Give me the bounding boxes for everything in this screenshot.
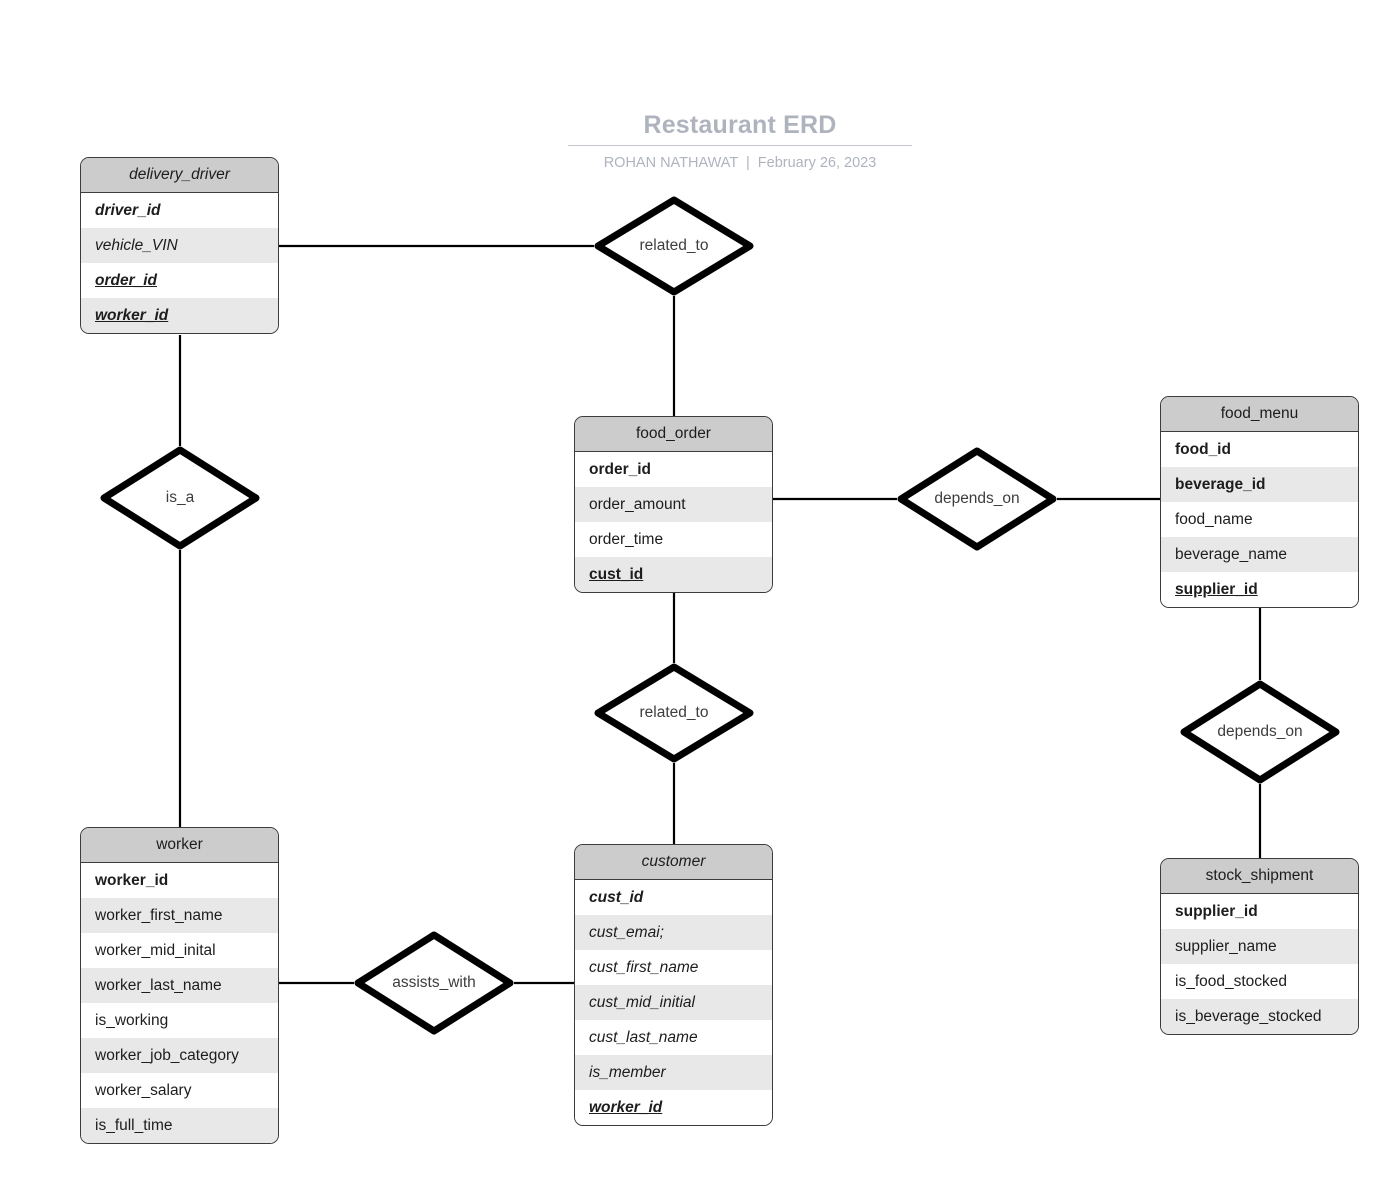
relationship-depends_on-order-menu[interactable]: depends_on	[897, 447, 1057, 551]
attribute-row: worker_mid_inital	[81, 933, 278, 968]
attribute-row: cust_mid_initial	[575, 985, 772, 1020]
author-name: ROHAN NATHAWAT	[603, 155, 738, 171]
attribute-row: cust_emai;	[575, 915, 772, 950]
attribute-row: worker_id	[575, 1090, 772, 1125]
document-byline: ROHAN NATHAWAT | February 26, 2023	[555, 154, 925, 172]
relationship-depends_on-menu-stock[interactable]: depends_on	[1180, 680, 1340, 784]
byline-separator: |	[745, 155, 750, 171]
attribute-row: supplier_id	[1161, 572, 1358, 607]
entity-delivery_driver[interactable]: delivery_driver driver_id vehicle_VIN or…	[80, 157, 279, 334]
attribute-row: driver_id	[81, 193, 278, 228]
attribute-row: order_id	[575, 452, 772, 487]
relationship-label: depends_on	[1217, 723, 1303, 740]
attribute-row: worker_first_name	[81, 898, 278, 933]
title-block: Restaurant ERD ROHAN NATHAWAT | February…	[555, 110, 925, 172]
attribute-row: supplier_id	[1161, 894, 1358, 929]
attribute-row: food_name	[1161, 502, 1358, 537]
entity-header: customer	[575, 845, 772, 880]
entity-header: food_order	[575, 417, 772, 452]
entity-worker[interactable]: worker worker_id worker_first_name worke…	[80, 827, 279, 1144]
relationship-label: depends_on	[934, 490, 1020, 507]
diamond-shape	[100, 446, 260, 550]
relationship-related_to-order-customer[interactable]: related_to	[594, 663, 754, 763]
entity-header: delivery_driver	[81, 158, 278, 193]
entity-food_menu[interactable]: food_menu food_id beverage_id food_name …	[1160, 396, 1359, 608]
attribute-row: food_id	[1161, 432, 1358, 467]
entity-food_order[interactable]: food_order order_id order_amount order_t…	[574, 416, 773, 593]
diamond-shape	[594, 663, 754, 763]
attribute-row: order_id	[81, 263, 278, 298]
attribute-row: is_beverage_stocked	[1161, 999, 1358, 1034]
attribute-row: is_food_stocked	[1161, 964, 1358, 999]
diamond-shape	[354, 931, 514, 1035]
diamond-shape	[594, 196, 754, 296]
attribute-row: cust_id	[575, 880, 772, 915]
relationship-related_to-driver-order[interactable]: related_to	[594, 196, 754, 296]
document-date: February 26, 2023	[757, 155, 877, 171]
entity-stock_shipment[interactable]: stock_shipment supplier_id supplier_name…	[1160, 858, 1359, 1035]
entity-header: food_menu	[1161, 397, 1358, 432]
attribute-row: is_working	[81, 1003, 278, 1038]
relationship-is_a[interactable]: is_a	[100, 446, 260, 550]
entity-header: worker	[81, 828, 278, 863]
attribute-row: worker_salary	[81, 1073, 278, 1108]
attribute-row: order_amount	[575, 487, 772, 522]
relationship-assists_with[interactable]: assists_with	[354, 931, 514, 1035]
attribute-row: cust_id	[575, 557, 772, 592]
diamond-shape	[897, 447, 1057, 551]
entity-header: stock_shipment	[1161, 859, 1358, 894]
attribute-row: is_member	[575, 1055, 772, 1090]
relationship-label: related_to	[639, 237, 709, 254]
attribute-row: worker_last_name	[81, 968, 278, 1003]
attribute-row: vehicle_VIN	[81, 228, 278, 263]
title-divider	[568, 145, 912, 146]
attribute-row: is_full_time	[81, 1108, 278, 1143]
attribute-row: beverage_name	[1161, 537, 1358, 572]
attribute-row: supplier_name	[1161, 929, 1358, 964]
entity-customer[interactable]: customer cust_id cust_emai; cust_first_n…	[574, 844, 773, 1126]
relationship-label: is_a	[165, 489, 195, 506]
attribute-row: worker_id	[81, 298, 278, 333]
attribute-row: worker_id	[81, 863, 278, 898]
relationship-label: assists_with	[392, 974, 476, 991]
attribute-row: beverage_id	[1161, 467, 1358, 502]
diamond-shape	[1180, 680, 1340, 784]
attribute-row: worker_job_category	[81, 1038, 278, 1073]
attribute-row: order_time	[575, 522, 772, 557]
attribute-row: cust_first_name	[575, 950, 772, 985]
attribute-row: cust_last_name	[575, 1020, 772, 1055]
relationship-label: related_to	[639, 704, 709, 721]
page-title: Restaurant ERD	[643, 111, 837, 139]
